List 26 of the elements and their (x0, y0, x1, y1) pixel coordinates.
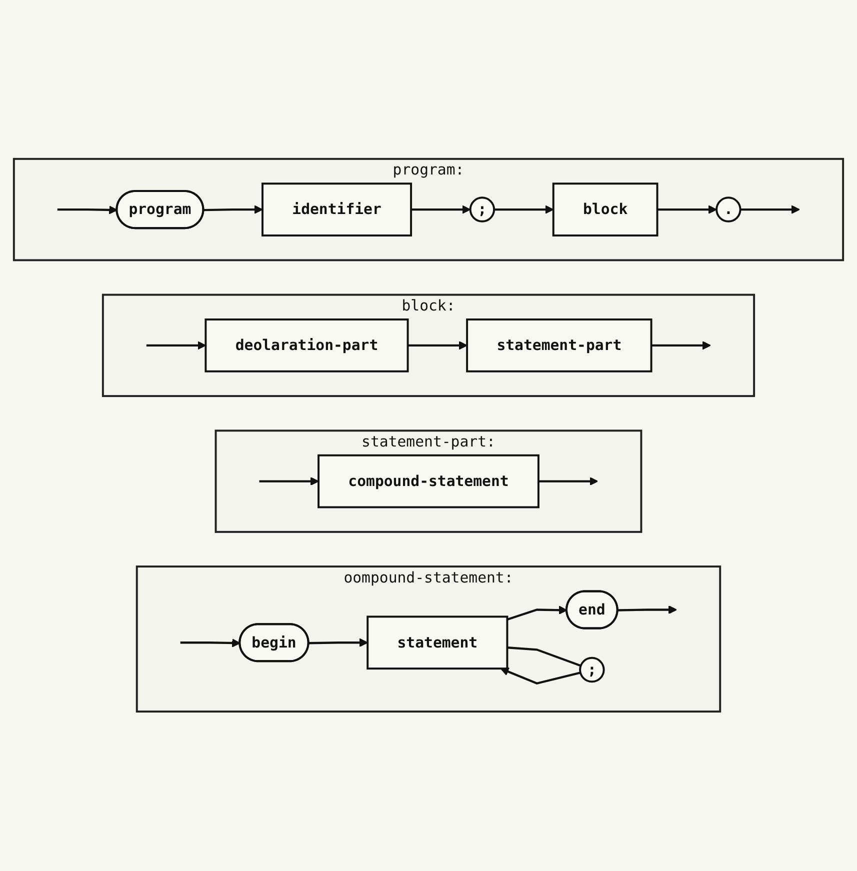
line (507, 646, 582, 667)
node-box: compound-statement (318, 454, 540, 508)
arrow (146, 341, 206, 350)
arrow (308, 638, 368, 648)
arrow (180, 638, 241, 648)
arrow (538, 477, 598, 486)
arrow (259, 477, 319, 486)
arrow (408, 341, 468, 350)
node-circle: . (716, 196, 742, 223)
arrow (657, 205, 717, 214)
node-box: statement (366, 616, 508, 670)
node-circle: ; (469, 196, 496, 223)
arrow (494, 205, 554, 214)
node-box: statement-part (466, 318, 652, 373)
arrow (506, 606, 568, 621)
node-box: identifier (262, 182, 412, 237)
node-box: block (552, 182, 658, 237)
arrow (57, 206, 118, 215)
arrow (500, 668, 581, 685)
arrow (740, 205, 800, 214)
arrow (651, 341, 711, 350)
arrow (204, 205, 263, 214)
node-circle: ; (579, 657, 605, 683)
node-box: deolaration-part (204, 318, 409, 373)
arrow (618, 606, 678, 614)
arrow (411, 205, 471, 214)
